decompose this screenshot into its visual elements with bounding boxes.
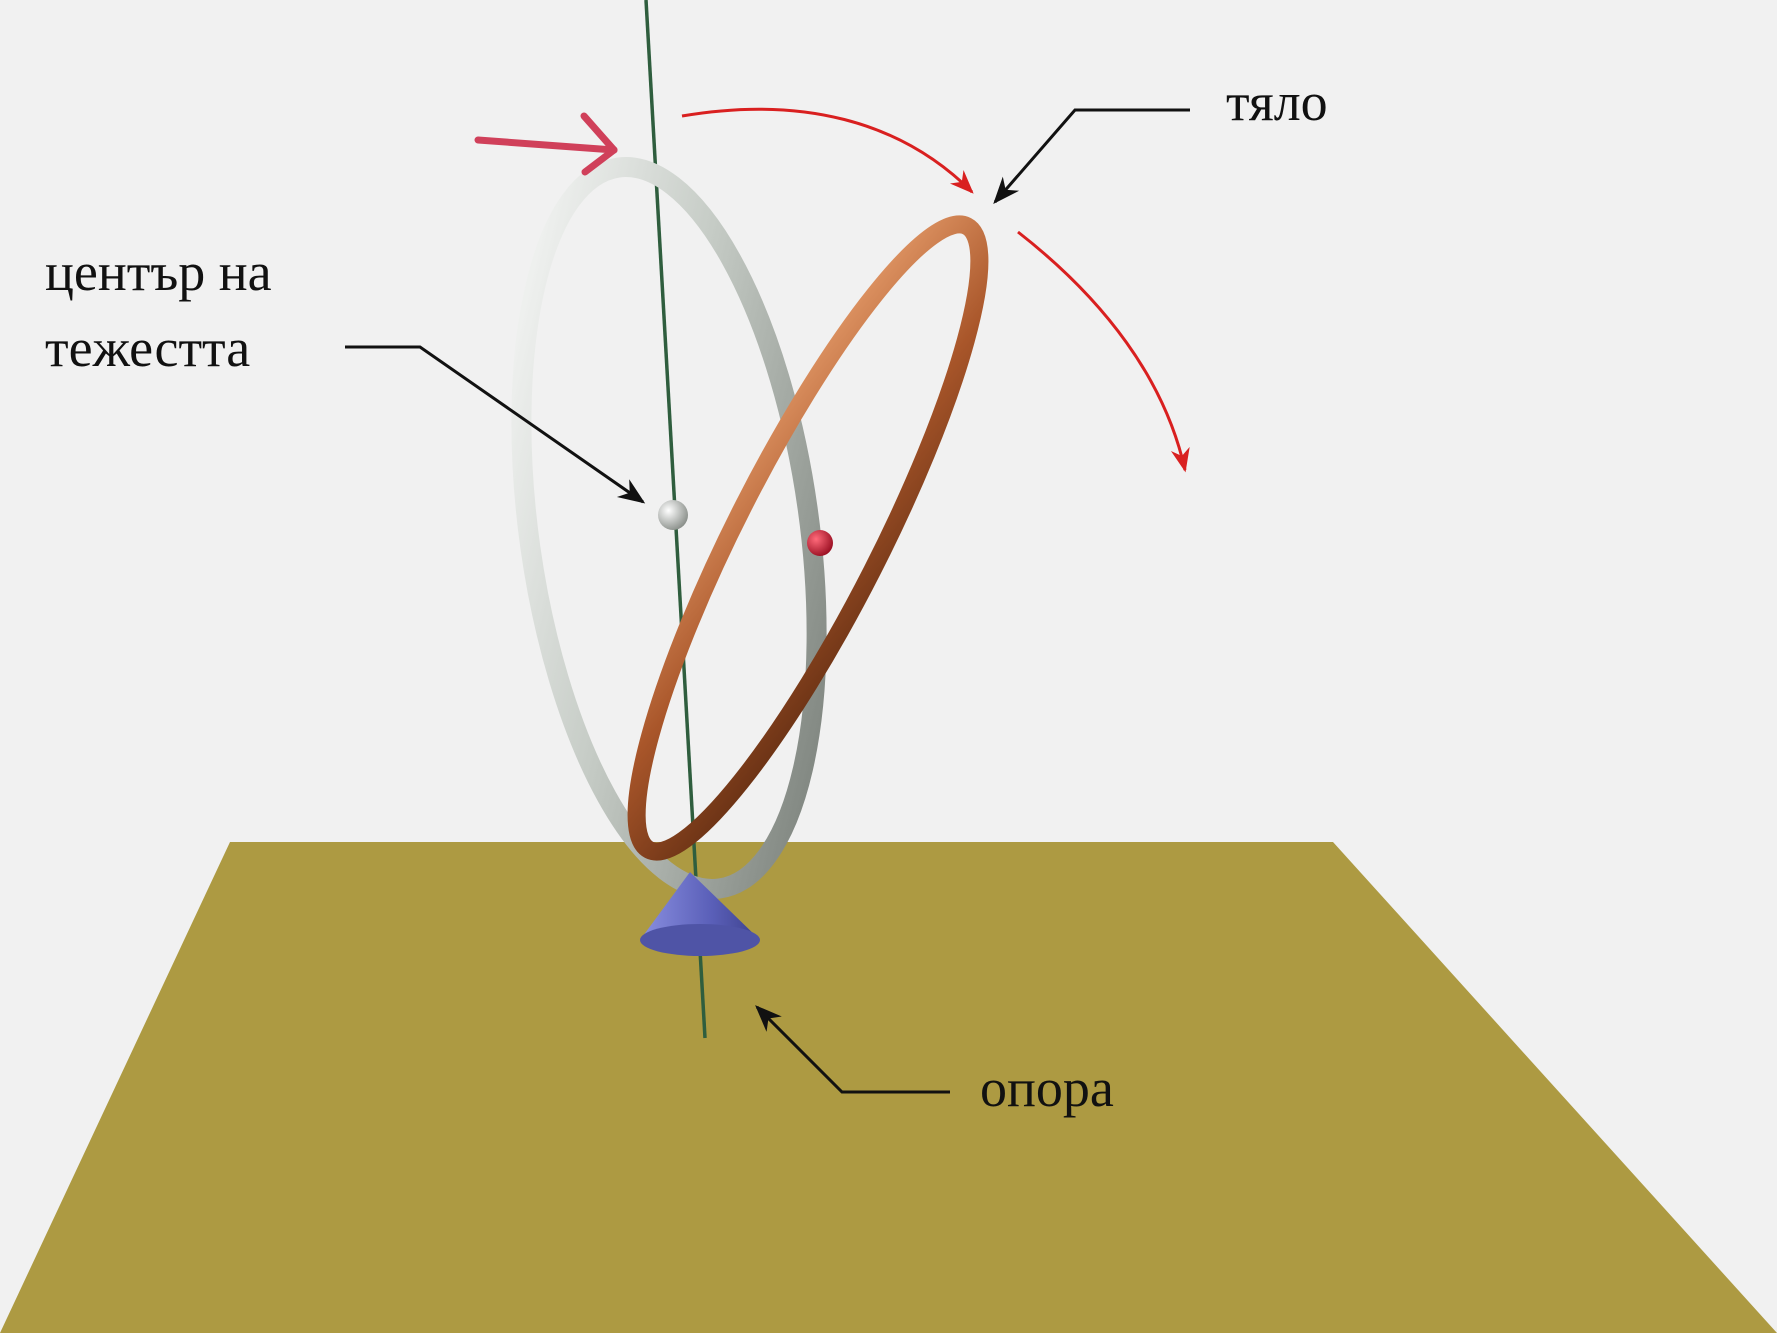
pointer-body bbox=[993, 108, 1190, 205]
floor-plane bbox=[0, 842, 1777, 1333]
motion-arrow-side bbox=[1017, 230, 1190, 473]
copper-ring bbox=[627, 215, 989, 861]
label-center-of-mass-line1: център на bbox=[45, 242, 272, 302]
motion-arrow-top bbox=[681, 107, 974, 194]
support-cone bbox=[640, 872, 760, 956]
red-marker-ball bbox=[807, 530, 833, 556]
pointer-center-of-mass bbox=[345, 345, 646, 504]
force-arrow bbox=[474, 112, 618, 176]
label-support: опора bbox=[980, 1058, 1114, 1118]
label-center-of-mass-line2: тежестта bbox=[45, 318, 250, 378]
pointer-support bbox=[755, 1005, 950, 1094]
silver-ring bbox=[511, 157, 827, 899]
label-body: тяло bbox=[1226, 72, 1328, 132]
center-of-mass-ball bbox=[658, 500, 688, 530]
